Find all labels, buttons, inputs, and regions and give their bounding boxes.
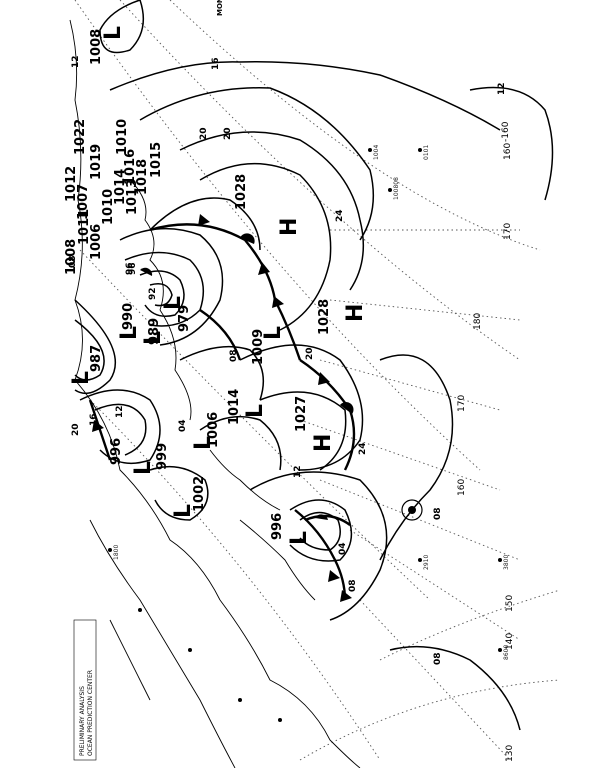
center-value: 1027 [294,396,309,432]
caption-line: OCEAN PREDICTION CENTER [87,670,94,756]
center-value: 1006 [206,412,221,448]
center-value: 1028 [317,299,332,335]
center-letter: L [161,296,186,310]
longitude-label: 140 [505,633,515,650]
station-text: 100808 [393,177,400,200]
center-value: 1009 [251,329,266,365]
center-value: 1014 [227,389,242,425]
stack-value: 1011 [77,209,92,245]
caption: PRELIMINARY ANALYSIS OCEAN PREDICTION CE… [73,619,97,761]
stack-value: 1007 [76,184,91,220]
center-letter: L [101,26,126,40]
center-value: 979 [177,305,192,332]
center-letter: L [243,404,268,418]
stack-value: 1012 [64,166,79,202]
isobar-label: 24 [335,209,345,222]
station-text: 8600 [503,645,510,660]
station-text: 1004 [373,145,380,160]
isobar-label: 96 [128,262,138,275]
longitude-label: 170 [503,223,513,240]
center-value: 1028 [234,174,249,210]
center-letter: L [117,326,142,340]
longitude-labels: 130 140 150 160 170 180 170 160 -160 [457,121,515,762]
center-letter: L [171,504,196,518]
storm-symbol [401,499,423,521]
station-plots: 1004 100808 0101 1800 2910 3800 8600 [108,145,510,722]
isobar-label: 12 [115,405,125,418]
longitude-label: 170 [457,395,467,412]
center-letter: L [141,331,166,345]
stack-value: 1019 [89,144,104,180]
center-value: 999 [155,443,170,470]
isobars [74,0,554,731]
stack-value: 1014 [113,169,128,205]
isobar-label: 04 [338,542,348,555]
center-value: 990 [121,303,136,330]
caption-line: PRELIMINARY ANALYSIS [79,686,86,756]
isobar-label: 12 [71,55,81,68]
pressure-stack: 1015 1018 1016 1014 1013 1010 1011 1010 … [64,119,164,275]
center-value: 1008 [89,29,104,65]
stack-value: 1006 [89,224,104,260]
center-letter: L [287,531,312,545]
front-symbols [92,214,354,602]
stack-value: 1008 [64,239,79,275]
isobar-labels: 16 12 20 20 24 12 08 12 92 96 04 08 16 2… [68,55,507,665]
isobar-label: 16 [89,413,99,426]
stack-value: 1022 [73,119,88,155]
day-label: MON [216,0,224,16]
longitude-label: -160 [501,121,511,142]
isobar-label: 12 [293,465,303,478]
station-text: 0101 [423,145,430,160]
isobar-label: 20 [305,347,315,360]
isobar-label: 20 [199,127,209,140]
stack-value: 1018 [135,159,150,195]
station-text: 1800 [113,545,120,560]
stack-value: 1015 [149,142,164,178]
isobar-label: 20 [71,423,81,436]
isobar-label: 20 [223,127,233,140]
isobar-label: 04 [178,419,188,432]
center-letter: L [261,326,286,340]
isobar-label: 08 [229,349,239,362]
longitude-label: 160 [503,143,513,160]
isobar-label: 12 [497,82,507,95]
center-value: 987 [89,345,104,372]
stack-value: 1013 [125,179,140,215]
longitude-label: 130 [505,745,515,762]
center-value: 996 [109,438,124,465]
station-text: 2910 [423,555,430,570]
stack-value: 1016 [123,149,138,185]
center-value: 989 [147,318,162,345]
isobar-label: 92 [148,287,158,300]
center-value: 1002 [192,476,207,512]
longitude-label: 160 [457,479,467,496]
stack-value: 1010 [115,119,130,155]
center-letter: L [69,371,94,385]
isobar-label: 16 [211,57,221,70]
longitude-label: 150 [505,595,515,612]
isobar-label: 08 [433,507,443,520]
isobar-label: 08 [433,652,443,665]
coastlines [69,19,361,768]
stack-value: 1010 [101,189,116,225]
longitude-label: 180 [473,313,483,330]
center-letter: H [311,434,336,452]
isobar-label: 08 [68,255,78,268]
center-letter: L [131,461,156,475]
isobar-label: 96 [125,262,135,275]
center-letter: L [191,436,216,450]
center-letter: H [343,304,368,322]
pressure-centers: L 1008 L 987 L 990 L 989 L 979 L 996 999… [69,26,368,545]
center-letter: H [277,218,302,236]
isobar-label: 24 [358,442,368,455]
station-text: 3800 [503,555,510,570]
center-value: 996 [270,513,285,540]
isobar-label: 08 [348,579,358,592]
